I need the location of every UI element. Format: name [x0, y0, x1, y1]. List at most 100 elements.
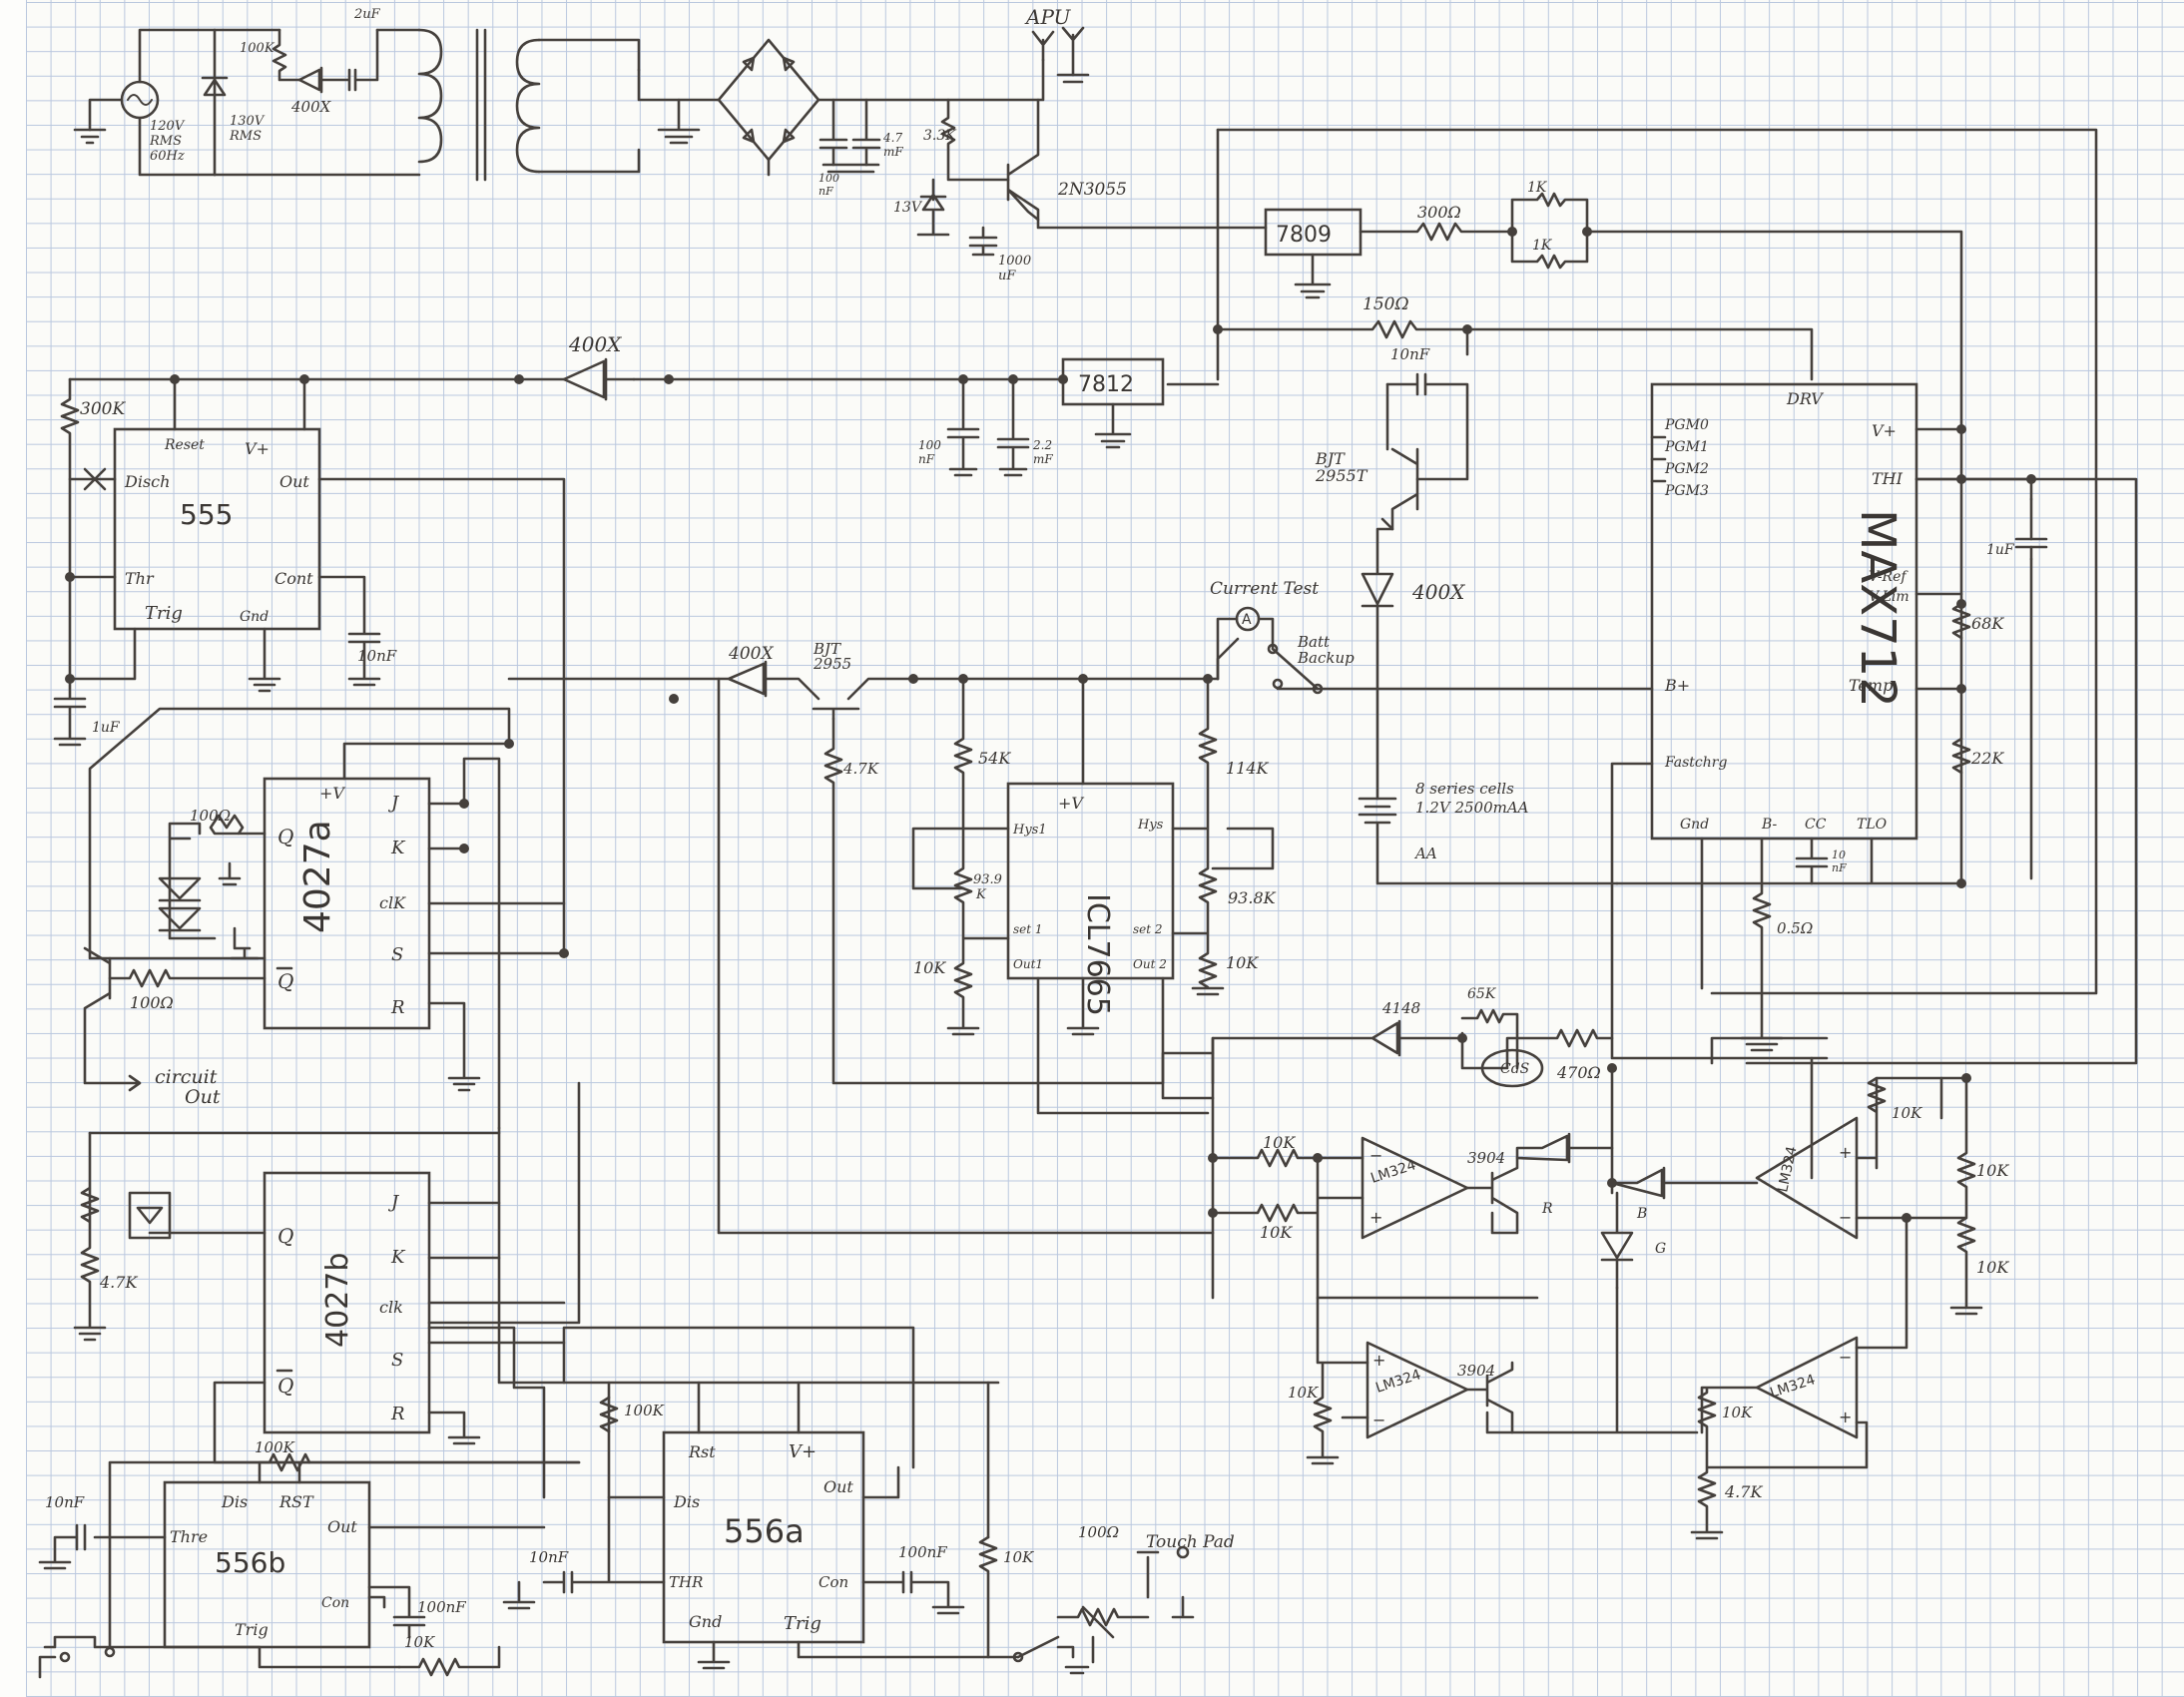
max712-pgm2: PGM2: [1664, 461, 1709, 477]
current-test-battery: A Current Test Batt Backup 8 series cell…: [1210, 579, 1654, 885]
max712-ic: [1650, 382, 1918, 841]
ic-555-vplus: V+: [245, 439, 270, 458]
ic-555: [113, 427, 321, 631]
resistors-10k-right: [1855, 1076, 1983, 1350]
reg-7812-label: 7812: [1078, 372, 1134, 397]
transistor-circuit-out: [83, 946, 142, 1092]
r-10k-j-label: 10K: [404, 1633, 435, 1651]
cap-10nf-cc-label-2: nF: [1832, 861, 1847, 874]
r-47k-b-label: 4.7K: [842, 760, 879, 778]
resistor-100k-a: [258, 1452, 311, 1472]
bjt-2955-b-label-2: 2955: [813, 655, 851, 673]
r-68k-label: 68K: [1971, 614, 2004, 633]
ic-555-cont: Cont: [274, 569, 313, 588]
bjt-2955t: [1380, 382, 1419, 531]
r-10k-e-label: 10K: [1288, 1384, 1319, 1402]
battery-label-2: 1.2V 2500mAA: [1415, 799, 1529, 817]
opamp-4-label: LM324: [1768, 1372, 1817, 1402]
r-100k-a-label: 100K: [255, 1438, 295, 1456]
ic-556b-dis: Dis: [221, 1492, 248, 1511]
ic-556a-rst: Rst: [688, 1442, 716, 1461]
ic-4027a-j: J: [387, 793, 400, 814]
touch-transistor: [1056, 1605, 1150, 1664]
batt-backup-label-1: Batt: [1297, 633, 1331, 651]
cap-100nf-a: [861, 1570, 965, 1615]
ic-555-thr: Thr: [125, 569, 155, 588]
ic-icl7665-set2: set 2: [1133, 922, 1163, 936]
resistor-150: [1216, 319, 1814, 381]
r-150-label: 150Ω: [1363, 294, 1409, 314]
bjt-2955-b: [764, 677, 1220, 721]
cap-47mf-label-2: mF: [883, 145, 903, 159]
batt-backup-label-2: Backup: [1297, 649, 1355, 667]
resistors-4027b-left: [73, 1131, 267, 1342]
ic-4027a-q: Q: [277, 825, 293, 848]
current-test-label: Current Test: [1210, 579, 1319, 599]
cap-2uf-label: 2uF: [353, 7, 381, 22]
cap-10nf-bjt: [1385, 372, 1469, 481]
cap-100nf-reg: [946, 377, 980, 477]
max712-vlim: V-Lim: [1869, 589, 1910, 605]
resistors-68k-22k: [1914, 592, 1971, 775]
transistor-3904-a: [1465, 1156, 1519, 1235]
ic-556b-out: Out: [327, 1517, 357, 1536]
r-10k-a-label: 10K: [913, 958, 946, 977]
ic-555-trig: Trig: [145, 603, 183, 624]
opamp-lm324-2: [1365, 1341, 1469, 1439]
r-939k-label-1: 93.9: [973, 872, 1002, 887]
r-54k-label: 54K: [978, 749, 1011, 768]
cap-1000uf: [968, 226, 998, 257]
ic-4027b-name: 4027b: [320, 1253, 355, 1348]
resistor-3.3k: [940, 98, 1010, 182]
ic-4027a-clk: clK: [379, 893, 406, 912]
bjt-2955t-label-1: BJT: [1315, 449, 1346, 468]
r-100-a-label: 100Ω: [190, 807, 231, 825]
cap-10nf-a: [38, 1523, 112, 1570]
bjt-2955t-section: 10nF BJT 2955T 400X: [1315, 345, 1469, 691]
ammeter-label: A: [1242, 612, 1252, 628]
r-10k-i-label: 10K: [1722, 1404, 1753, 1421]
ic-4027a-qbar: Q: [277, 969, 293, 993]
max712-name: MAX712: [1850, 509, 1906, 708]
flipflop-4027b-section: 4027b Q Q J K clk S R 4.7K: [73, 1081, 1000, 1499]
transistor-2n3055: [1006, 98, 1040, 222]
resistor-10k-k: [978, 1535, 998, 1659]
cap-10nf-b-label: 10nF: [529, 1548, 569, 1566]
resistor-0.5: [1700, 837, 1784, 1052]
led-g: [1600, 1191, 1634, 1290]
opamp-lm324-3: [1755, 1116, 1859, 1240]
opamp-4-minus: −: [1839, 1348, 1852, 1367]
cap-100nf-a-label: 100nF: [898, 1543, 947, 1561]
ground-icon: [697, 1640, 731, 1670]
max712-cc: CC: [1805, 817, 1827, 833]
ic-4027b-j: J: [387, 1192, 400, 1213]
ic-556a: [662, 1430, 865, 1644]
r-100k-b-label: 100K: [624, 1402, 665, 1419]
opamp-2-label: LM324: [1373, 1367, 1422, 1397]
ic-icl7665-hys1: Hys1: [1012, 823, 1047, 838]
bridge-diodes: [742, 56, 796, 144]
max712-fastchrg: Fastchrg: [1664, 755, 1727, 771]
divider-left: [946, 677, 1010, 1036]
cap-47mf: [851, 98, 881, 167]
cap-100nf-reg-label-2: nF: [918, 452, 935, 466]
cap-22mf-label-2: mF: [1033, 452, 1053, 466]
ic-556b-name: 556b: [215, 1546, 285, 1579]
cds-label: CdS: [1500, 1061, 1529, 1077]
resistor-300k: [60, 377, 306, 481]
ic-556a-con: Con: [819, 1573, 848, 1591]
ic-4027b-clk: clk: [379, 1298, 403, 1317]
timer-555-section: 555 Reset V+ Disch Out Thr Cont Trig Gnd…: [53, 377, 566, 955]
ac-source-section: 120V RMS 60Hz 130V RMS 100K 400X 2uF: [73, 7, 641, 182]
opamp-lm324-1: [1361, 1136, 1469, 1240]
resistor-100-b: [108, 968, 267, 988]
r-1k-a-label: 1K: [1527, 180, 1548, 196]
bridge-rectifier: 100 nF 4.7 mF: [637, 38, 935, 198]
zener-13v: [916, 178, 950, 237]
cap-1000uf-label-2: uF: [998, 269, 1016, 283]
max712-bplus: B+: [1664, 676, 1690, 695]
ic-4027b-s: S: [391, 1350, 403, 1371]
led-b-label: B: [1636, 1206, 1647, 1222]
diode-400x-b: [507, 660, 768, 698]
